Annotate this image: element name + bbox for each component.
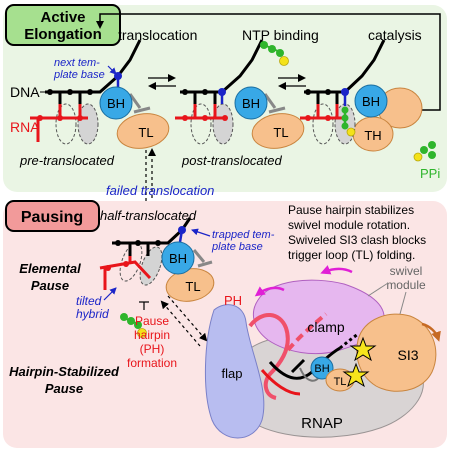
elemental-pause-label-2: Pause [31, 278, 69, 293]
trapped-template-label-1: trapped tem- [212, 229, 275, 241]
hybrid-oval-1 [190, 103, 212, 145]
pause-hairpin-solid [248, 313, 290, 400]
hairpin-pause-label-1: Hairpin-Stabilized [9, 364, 120, 379]
equilibrium-arrows-2 [278, 74, 306, 90]
tl-label: TL [273, 125, 288, 140]
si3-label: SI3 [397, 347, 418, 363]
state-label-pre: pre-translocated [19, 153, 115, 168]
flap-label: flap [222, 366, 243, 381]
hybrid-oval-2 [77, 103, 99, 145]
trapped-template-label-2: plate base [211, 241, 263, 253]
next-template-label-2: plate base [53, 69, 105, 81]
ppi-label: PPi [420, 166, 440, 181]
swivel-pointer-2 [399, 291, 407, 315]
ph-formation-label-3: (PH) [140, 342, 165, 356]
clash-star-1 [349, 336, 377, 362]
ph-formation-arrow-up [160, 300, 201, 347]
ph-label: PH [224, 293, 242, 308]
bh-label: BH [169, 251, 187, 266]
incoming-ntp [260, 41, 289, 66]
clamp-rotation-arrow-2 [254, 286, 285, 297]
tl-domain [116, 113, 170, 149]
active-elongation-panel [3, 5, 447, 192]
hybrid-oval-1 [312, 103, 334, 145]
tilted-hybrid-pointer [103, 287, 117, 301]
elemental-pause-label-1: Elemental [19, 261, 81, 276]
bh-label: BH [107, 96, 125, 111]
next-template-label-1: next tem- [54, 57, 100, 69]
tl-domain [251, 113, 305, 149]
equilibrium-arrows-1 [148, 74, 176, 90]
cycle-return-arrow [96, 13, 441, 111]
tl-label: TL [185, 279, 200, 294]
state-catalysis: BH TH [300, 39, 423, 152]
pause-hairpin-dashed [286, 312, 328, 352]
tl-label: TL [138, 125, 153, 140]
step-translocation: translocation [118, 27, 197, 43]
hybrid-oval-2 [139, 246, 163, 286]
th-label: TH [364, 128, 381, 143]
trapped-template-pointer [191, 228, 211, 237]
pausing-title-box [5, 200, 100, 232]
tl-label-rnap: TL [334, 376, 347, 388]
bh-label-rnap: BH [314, 363, 329, 375]
description-line-3: Swiveled SI3 clash blocks [288, 233, 426, 247]
si3-domain [356, 313, 437, 392]
description-line-1: Pause hairpin stabilizes [288, 203, 414, 217]
clamp-rotation-arrow-1 [320, 265, 353, 275]
swivel-module-label-2: module [386, 278, 426, 292]
bh-label: BH [242, 96, 260, 111]
si3-rotation-arrow [421, 322, 441, 342]
clamp-label: clamp [307, 319, 345, 335]
flap-domain [204, 304, 265, 439]
bh-domain [161, 241, 195, 275]
ph-formation-label-4: formation [127, 356, 177, 370]
rna-exit [260, 369, 301, 396]
bh-domain [310, 356, 334, 380]
dna-downstream [116, 39, 142, 77]
rnap-label: RNAP [301, 415, 343, 432]
active-elongation-title-2: Elongation [24, 26, 102, 43]
failed-translocation-label: failed translocation [106, 183, 214, 198]
clash-star-2 [342, 362, 370, 388]
tilted-hybrid-label-2: hybrid [76, 307, 109, 321]
bh-domain [99, 86, 133, 120]
bh-domain [354, 84, 388, 118]
dna-label: DNA [10, 84, 40, 100]
active-elongation-title-box [5, 4, 121, 46]
rna-label: RNA [10, 119, 40, 135]
bh-label: BH [362, 94, 380, 109]
hybrid-oval-1 [55, 103, 77, 145]
bh-domain [234, 86, 268, 120]
pausing-title: Pausing [21, 209, 83, 226]
swivel-pointer-1 [367, 282, 389, 297]
description-line-4: trigger loop (TL) folding. [288, 248, 415, 262]
step-ntp-binding: NTP binding [242, 27, 319, 43]
state-label-post: post-translocated [181, 153, 282, 168]
step-catalysis: catalysis [368, 27, 422, 43]
hairpin-pause-label-2: Pause [45, 381, 83, 396]
blocked-ntp [120, 301, 149, 338]
ppi-product [413, 141, 436, 162]
next-template-pointer [107, 65, 117, 75]
dna-template [45, 74, 119, 94]
state-half-translocated: BH TL [99, 217, 215, 302]
state-post-translocated: BH TL [175, 39, 305, 149]
active-elongation-title-1: Active [40, 9, 85, 26]
description-line-2: swivel module rotation. [288, 218, 410, 232]
ph-formation-label-1: Pause [135, 314, 169, 328]
half-translocated-label: half-translocated [100, 208, 197, 223]
state-pre-translocated: BH TL [30, 39, 170, 149]
ph-formation-arrow-down [167, 295, 208, 342]
tilted-hybrid-label-1: tilted [76, 294, 102, 308]
rnap-cartoon: BH TL [204, 279, 437, 439]
ph-formation-label-2: hairpin [134, 328, 170, 342]
swivel-module-label-1: swivel [390, 264, 423, 278]
